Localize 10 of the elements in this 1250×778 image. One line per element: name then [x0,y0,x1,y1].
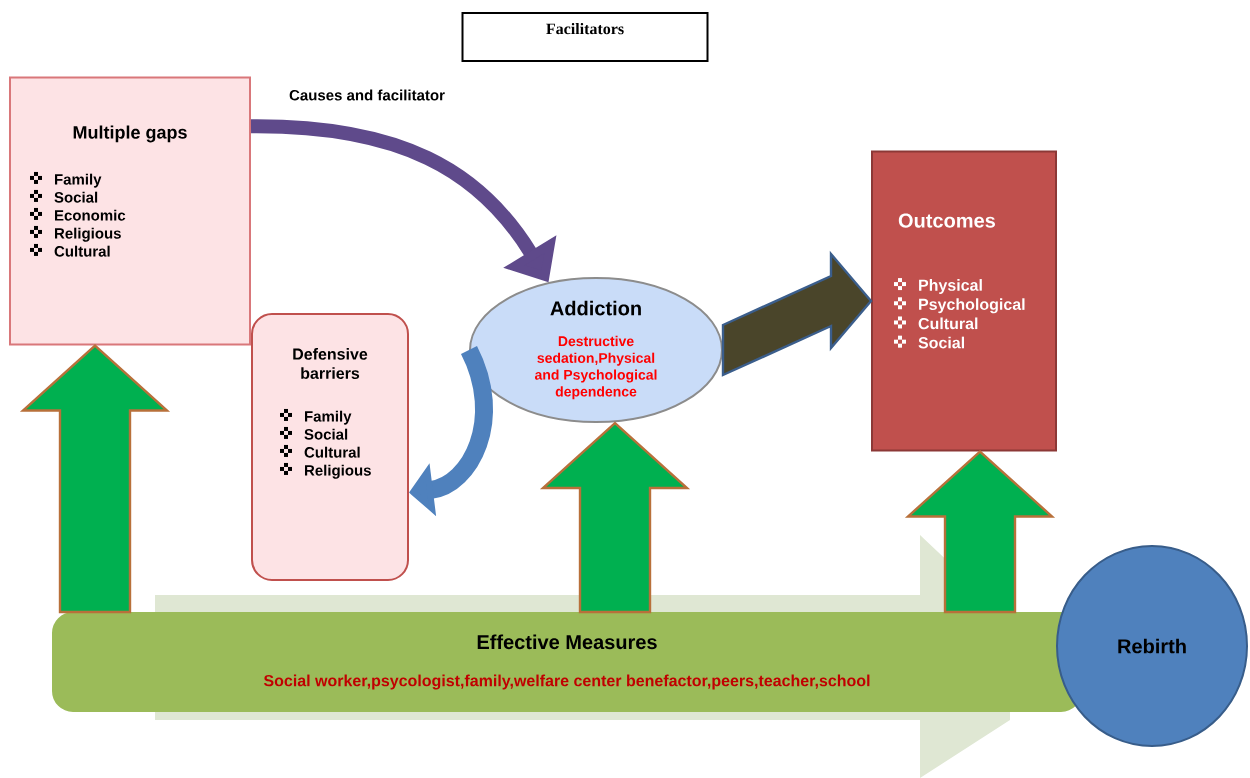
edge-label: Causes and facilitator [287,87,447,103]
heading-box: Facilitators [461,12,709,62]
block-arrow [721,250,873,377]
rounded-box: Defensive barriers Family Social Cultural Religious [251,313,409,581]
block-arrow [904,449,1056,614]
gap-box: Multiple gaps Family Social Economic Religious Cultural [9,76,251,346]
block-arrow [19,343,171,614]
banner-band: Effective Measures Social worker,psycologist,family,welfare center benefactor,peers,teacher,school [52,612,1082,712]
outcome-box: Outcomes Physical Psychological Cultural Social [871,150,1057,452]
block-arrow [539,421,691,614]
